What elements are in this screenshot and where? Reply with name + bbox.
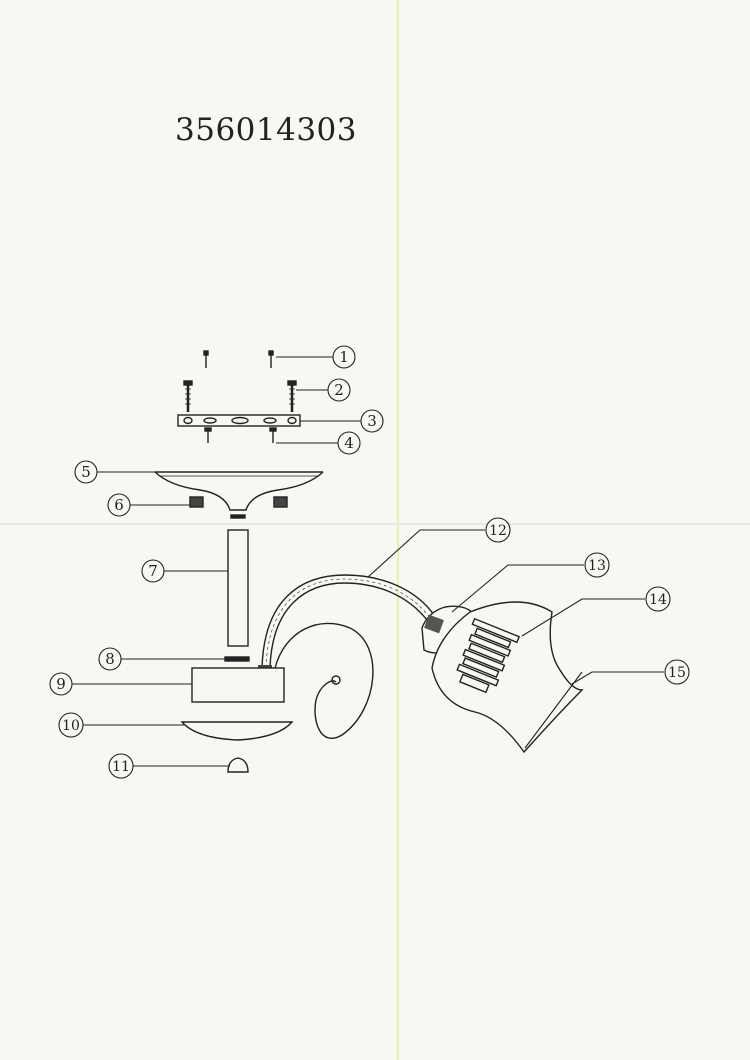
model-number: 356014303 bbox=[175, 112, 358, 148]
callout-13: 13 bbox=[588, 558, 606, 574]
callout-9: 9 bbox=[56, 675, 66, 693]
callout-9-circle bbox=[49, 672, 73, 696]
callout-14-circle bbox=[645, 586, 671, 612]
paper-fold-vertical bbox=[397, 0, 399, 1060]
part-4-screws bbox=[204, 427, 277, 443]
callout-2-circle bbox=[327, 378, 351, 402]
part-6-knurled-nuts bbox=[189, 496, 288, 508]
callout-6-circle bbox=[107, 493, 131, 517]
callout-5: 5 bbox=[81, 463, 91, 481]
part-5-ceiling-canopy bbox=[154, 471, 324, 511]
callout-2: 2 bbox=[334, 381, 344, 399]
part-8-washer bbox=[224, 656, 250, 662]
callout-4: 4 bbox=[344, 434, 354, 452]
part-12-curved-arm bbox=[258, 574, 435, 739]
callout-7: 7 bbox=[148, 562, 158, 580]
callout-12-circle bbox=[485, 517, 511, 543]
callout-3: 3 bbox=[367, 412, 377, 430]
callout-8-circle bbox=[98, 647, 122, 671]
part-14-socket bbox=[456, 617, 521, 694]
callout-11: 11 bbox=[112, 759, 130, 775]
callout-10: 10 bbox=[62, 718, 80, 734]
callout-15: 15 bbox=[668, 665, 686, 681]
callout-4-circle bbox=[337, 431, 361, 455]
callouts bbox=[49, 345, 690, 779]
callout-1-circle bbox=[332, 345, 356, 369]
part-9-body-block bbox=[191, 667, 285, 703]
callout-15-circle bbox=[664, 659, 690, 685]
part-3-mounting-bracket bbox=[177, 414, 301, 427]
part-10-bottom-bowl bbox=[180, 721, 294, 741]
part-11-finial bbox=[227, 757, 249, 773]
callout-6: 6 bbox=[114, 496, 124, 514]
leader-lines bbox=[72, 356, 664, 767]
callout-3-circle bbox=[360, 409, 384, 433]
part-2-long-bolts bbox=[183, 380, 297, 412]
callout-11-circle bbox=[108, 753, 134, 779]
callout-14: 14 bbox=[649, 592, 667, 608]
callout-10-circle bbox=[58, 712, 84, 738]
callout-7-circle bbox=[141, 559, 165, 583]
part-1-small-screws bbox=[203, 350, 274, 368]
callout-12: 12 bbox=[489, 523, 507, 539]
part-7-stem-tube bbox=[227, 529, 249, 647]
callout-13-circle bbox=[584, 552, 610, 578]
callout-8: 8 bbox=[105, 650, 115, 668]
paper-fold-horizontal bbox=[0, 523, 750, 525]
callout-1: 1 bbox=[339, 348, 349, 366]
callout-5-circle bbox=[74, 460, 98, 484]
canopy-washer bbox=[230, 514, 246, 519]
